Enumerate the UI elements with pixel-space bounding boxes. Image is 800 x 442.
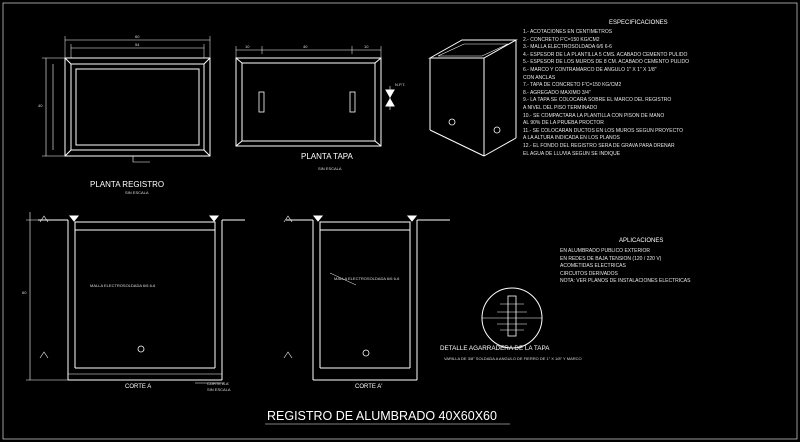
specs-title: ESPECIFICACIONES bbox=[609, 20, 668, 26]
spec-line: CON ANCLAS bbox=[523, 74, 556, 81]
spec-line: A NIVEL DEL PISO TERMINADO bbox=[523, 104, 598, 111]
spec-line: 11.- SE COLOCARAN DUCTOS EN LOS MUROS SE… bbox=[523, 127, 684, 134]
sheet-title: REGISTRO DE ALUMBRADO 40X60X60 bbox=[267, 409, 497, 423]
dim-top-overall: 60 bbox=[135, 34, 140, 39]
spec-line: A LA ALTURA INDICADA EN LOS PLANOS bbox=[523, 135, 620, 142]
aplic-line: CIRCUITOS DERIVADOS bbox=[560, 270, 618, 277]
planta-tapa-title: PLANTA TAPA bbox=[301, 152, 353, 161]
spec-line: 5.- ESPESOR DE LOS MUROS DE 8 CM. ACABAD… bbox=[523, 59, 690, 66]
detalle-subtitle: VARILLA DE 3/8" SOLDADA A ANGULO DE FIER… bbox=[444, 356, 582, 361]
specs-list: 1.- ACOTACIONES EN CENTIMETROS 2.- CONCR… bbox=[523, 29, 689, 158]
aplic-line: ACOMETIDAS ELECTRICAS bbox=[560, 263, 626, 270]
corte-tag: CORTE A-A' bbox=[207, 381, 230, 386]
spec-line: 6.- MARCO Y CONTRAMARCO DE ANGULO 1" X 1… bbox=[523, 66, 657, 73]
dim-side: 40 bbox=[38, 103, 43, 108]
aplic-list: EN ALUMBRADO PUBLICO EXTERIOR EN REDES D… bbox=[560, 248, 690, 286]
spec-line: 12.- EL FONDO DEL REGISTRO SERA DE GRAVA… bbox=[523, 142, 675, 149]
spec-line: EL AGUA DE LLUVIA SEGUN SE INDIQUE bbox=[523, 150, 621, 157]
corte-a-section bbox=[26, 212, 245, 384]
corte-a2-section bbox=[283, 215, 450, 381]
planta-tapa-plan bbox=[235, 46, 395, 147]
spec-line: 7.- TAPA DE CONCRETO F'C=150 KG/CM2 bbox=[523, 82, 622, 89]
spec-line: 2.- CONCRETO F'C=150 KG/CM2 bbox=[523, 36, 600, 43]
spec-line: 1.- ACOTACIONES EN CENTIMETROS bbox=[523, 29, 613, 35]
dim-tapa-left: 10 bbox=[245, 44, 250, 49]
corte-a-title: CORTE A bbox=[125, 384, 152, 390]
planta-tapa-scale: SIN ESCALA bbox=[318, 166, 342, 171]
nivel-note: N.P.T. bbox=[395, 82, 406, 87]
spec-line: 10.- SE COMPACTARA LA PLANTILLA CON PISO… bbox=[523, 112, 665, 119]
corte-tag-scale: SIN ESCALA bbox=[207, 387, 231, 392]
spec-line: 9.- LA TAPA SE COLOCARA SOBRE EL MARCO D… bbox=[523, 97, 672, 104]
aplic-title: APLICACIONES bbox=[619, 238, 664, 244]
planta-registro-scale: SIN ESCALA bbox=[125, 190, 149, 195]
spec-line: 4.- ESPESOR DE LA PLANTILLA 5 CMS. ACABA… bbox=[523, 51, 688, 58]
dim-section-height: 60 bbox=[22, 290, 27, 295]
corte-a2-title: CORTE A' bbox=[355, 384, 383, 390]
malla-note-a: MALLA ELECTROSOLDADA 6/6 6-6 bbox=[90, 283, 156, 288]
spec-line: 3.- MALLA ELECTROSOLDADA 6/6 6-6 bbox=[523, 44, 612, 51]
spec-line: 8.- AGREGADO MAXIMO 3/4" bbox=[523, 89, 591, 96]
aplic-line: NOTA: VER PLANOS DE INSTALACIONES ELECTR… bbox=[560, 278, 691, 285]
dim-tapa-mid: 40 bbox=[303, 44, 308, 49]
dim-top-inner: 54 bbox=[135, 42, 140, 47]
planta-registro-plan bbox=[42, 36, 211, 163]
isometric-box bbox=[428, 39, 518, 157]
aplic-line: EN ALUMBRADO PUBLICO EXTERIOR bbox=[560, 248, 651, 254]
dim-tapa-right: 10 bbox=[364, 44, 369, 49]
detalle-title: DETALLE AGARRADERA DE LA TAPA bbox=[440, 345, 550, 352]
aplic-line: EN REDES DE BAJA TENSION (120 / 220 V) bbox=[560, 255, 662, 262]
planta-registro-title: PLANTA REGISTRO bbox=[90, 180, 165, 189]
malla-note-b: MALLA ELECTROSOLDADA 6/6 6-6 bbox=[334, 276, 400, 281]
detalle-agarradera bbox=[481, 287, 543, 349]
spec-line: AL 90% DE LA PRUEBA PROCTOR bbox=[523, 120, 604, 127]
